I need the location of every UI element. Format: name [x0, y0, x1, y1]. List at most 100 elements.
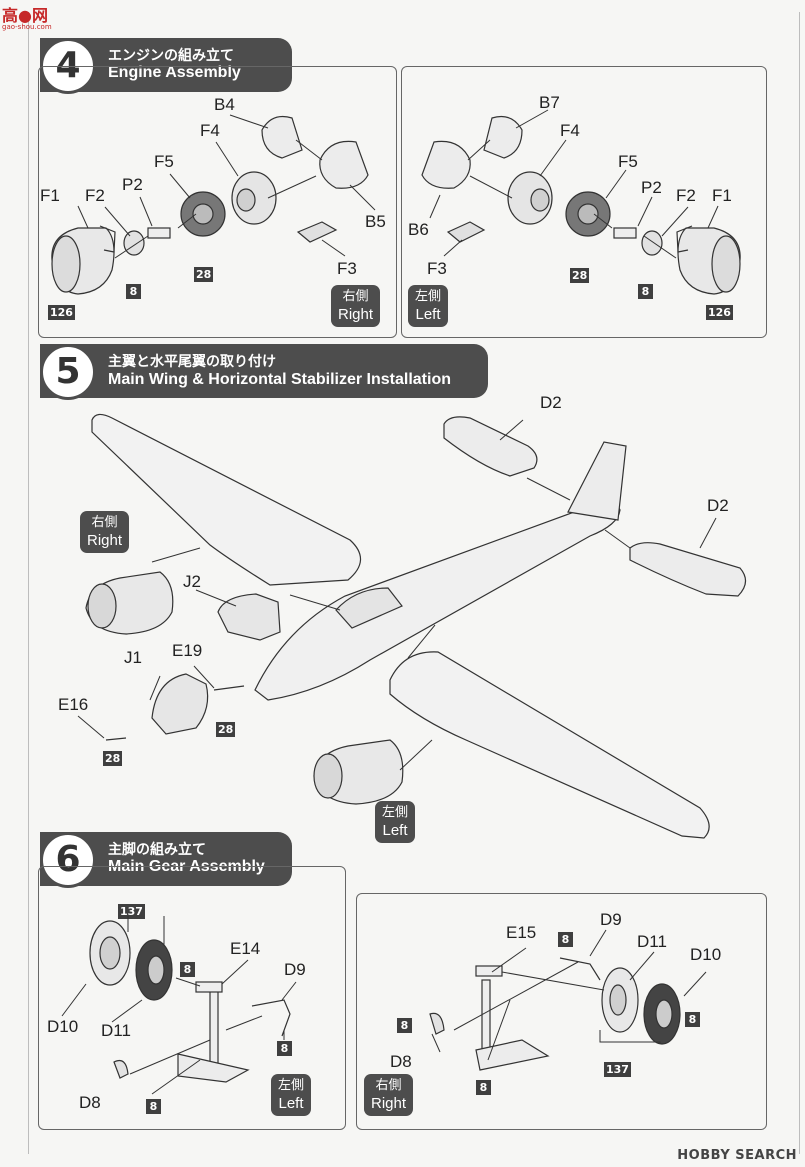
part-label-d10: D10 — [47, 1017, 79, 1036]
part-d8-left — [113, 1059, 129, 1079]
engine-part-f2-left — [641, 230, 663, 256]
color-number-8: 8 — [558, 932, 573, 947]
color-number-8: 8 — [146, 1099, 161, 1114]
main-wing-left — [389, 651, 710, 839]
cowl-b6-left — [421, 140, 471, 189]
part-label-f2: F2 — [85, 186, 105, 205]
engine-part-p2-right — [147, 227, 171, 239]
part-label-f2: F2 — [676, 186, 696, 205]
part-label-d8: D8 — [79, 1093, 101, 1112]
aircraft-fuselage — [254, 502, 621, 701]
step5-title-jp: 主翼と水平尾翼の取り付け — [108, 354, 276, 370]
part-label-d9: D9 — [284, 960, 306, 979]
part-d8-right — [429, 1012, 445, 1035]
canopy-j2 — [217, 593, 281, 641]
color-number-126: 126 — [48, 305, 75, 320]
horizontal-stabilizer-d2-right — [629, 542, 747, 597]
color-number-137: 137 — [118, 904, 145, 919]
part-label-b6: B6 — [408, 220, 429, 239]
part-d9-right — [559, 957, 601, 981]
nose-j1 — [151, 673, 209, 735]
step4-left-panel — [401, 66, 767, 338]
watermark-bottom: HOBBY SEARCH — [677, 1148, 797, 1163]
step5-header — [40, 344, 488, 398]
gun-e19 — [213, 685, 245, 691]
strut-e14-left — [195, 981, 223, 1071]
step4-right-panel — [38, 66, 397, 338]
cylinder-f5-right — [180, 191, 226, 237]
color-number-28: 28 — [103, 751, 123, 766]
part-f3-left — [446, 221, 486, 243]
part-label-p2: P2 — [641, 178, 662, 197]
part-label-d11: D11 — [637, 932, 667, 951]
step6-right-panel — [356, 893, 767, 1130]
part-label-f5: F5 — [154, 152, 174, 171]
part-label-d10: D10 — [690, 945, 722, 964]
wheel-d10-right — [643, 983, 681, 1045]
engine-cowling-f1-right — [51, 225, 116, 295]
part-label-e15: E15 — [506, 923, 537, 942]
wheel-d10-left — [89, 920, 131, 986]
vertical-tail — [567, 441, 627, 521]
part-label-f5: F5 — [618, 152, 638, 171]
cylinder-f5-left — [565, 191, 611, 237]
engine-mount-f4-left — [507, 171, 553, 225]
color-number-8: 8 — [277, 1041, 292, 1056]
engine-part-p2-left — [613, 227, 637, 239]
horizontal-stabilizer-d2-top — [443, 416, 538, 477]
color-number-8: 8 — [180, 962, 195, 977]
part-label-f4: F4 — [560, 121, 580, 140]
cowl-b4-right — [261, 115, 303, 159]
part-label-f3: F3 — [427, 259, 447, 278]
part-d9-left — [251, 999, 291, 1037]
part-label-d9: D9 — [600, 910, 622, 929]
color-number-8: 8 — [685, 1012, 700, 1027]
part-label-f1: F1 — [712, 186, 732, 205]
engine-nacelle-right — [85, 571, 174, 635]
part-label-f4: F4 — [200, 121, 220, 140]
color-number-28: 28 — [216, 722, 236, 737]
color-number-8: 8 — [638, 284, 653, 299]
part-f3-right — [296, 221, 338, 243]
part-label-b7: B7 — [539, 93, 560, 112]
wheel-d11-right — [601, 967, 639, 1033]
engine-mount-f4-right — [231, 171, 277, 225]
step5-number: 5 — [40, 344, 96, 400]
cowl-b5-right — [319, 140, 369, 189]
color-number-28: 28 — [194, 267, 214, 282]
step6-left-panel — [38, 866, 346, 1130]
color-number-28: 28 — [570, 268, 590, 283]
part-label-b4: B4 — [214, 95, 235, 114]
part-label-e19: E19 — [172, 641, 203, 660]
page-frame — [28, 12, 800, 1154]
part-e16 — [105, 737, 127, 741]
part-label-p2: P2 — [122, 175, 143, 194]
part-label-d2-right: D2 — [707, 496, 729, 515]
part-label-d8: D8 — [390, 1052, 412, 1071]
cowl-b7-left — [483, 115, 523, 159]
engine-part-f2-right — [123, 230, 145, 256]
wheel-d11-left — [135, 939, 173, 1001]
gear-door-right — [475, 1039, 550, 1071]
part-label-f1: F1 — [40, 186, 60, 205]
part-label-b5: B5 — [365, 212, 386, 231]
step5-title-en: Main Wing & Horizontal Stabilizer Instal… — [108, 371, 451, 388]
step4-title-jp: エンジンの組み立て — [108, 48, 234, 64]
watermark-top: 高●网 gao-shou.com — [2, 6, 52, 31]
part-label-d11: D11 — [101, 1021, 131, 1040]
step4-title-en: Engine Assembly — [108, 64, 241, 81]
part-label-e14: E14 — [230, 939, 261, 958]
main-wing-right — [91, 413, 362, 586]
color-number-8: 8 — [397, 1018, 412, 1033]
step6-title-jp: 主脚の組み立て — [108, 842, 206, 858]
step6-number: 6 — [40, 832, 96, 888]
color-number-8: 8 — [476, 1080, 491, 1095]
part-label-j2: J2 — [183, 572, 201, 591]
part-label-d2-top: D2 — [540, 393, 562, 412]
